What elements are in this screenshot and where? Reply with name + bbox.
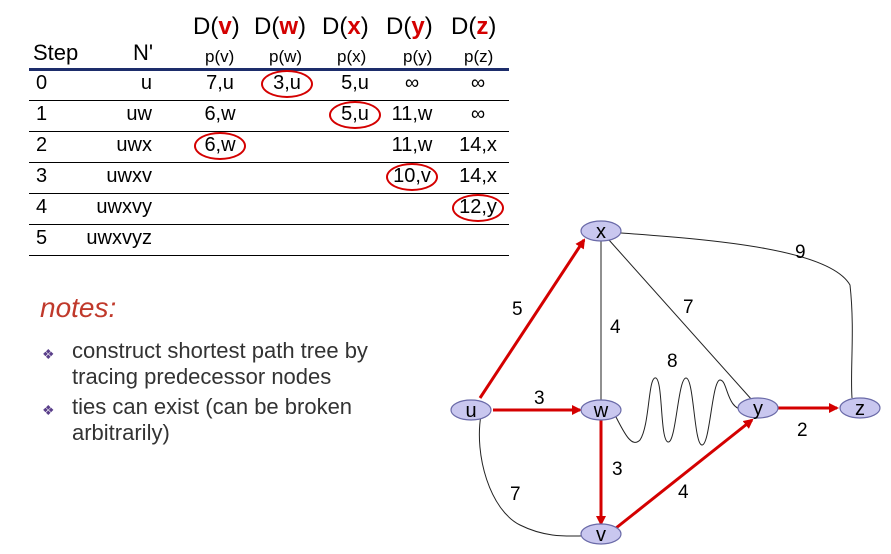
selected-min-circle <box>386 163 438 191</box>
nprime-cell: uwx <box>116 134 152 156</box>
header-dz: D(z) <box>451 13 497 40</box>
note-bullet-2: ties can exist (can be broken arbitraril… <box>72 394 353 445</box>
note-bullet-1: construct shortest path tree by tracing … <box>72 338 368 389</box>
distance-cell: 11,w <box>391 103 433 125</box>
nprime-cell: u <box>140 72 152 94</box>
row-divider <box>29 224 509 225</box>
row-divider <box>29 100 509 101</box>
distance-cell: ∞ <box>404 72 420 94</box>
step-cell: 1 <box>36 103 48 125</box>
weight-y-z: 2 <box>797 420 808 441</box>
edge-u-x <box>478 238 586 399</box>
distance-cell: ∞ <box>470 72 486 94</box>
distance-cell: 11,w <box>391 134 433 156</box>
nprime-header: N' <box>133 40 154 65</box>
step-cell: 4 <box>36 196 48 218</box>
svg-text:y: y <box>753 398 763 420</box>
distance-cell: 5,u <box>341 72 369 94</box>
node-u: u <box>450 399 492 422</box>
node-z: z <box>839 397 881 420</box>
distance-cell: 14,x <box>459 165 497 187</box>
svg-text:v: v <box>596 524 606 546</box>
nprime-cell: uwxv <box>106 165 152 187</box>
weight-w-v: 3 <box>612 459 623 480</box>
node-v: v <box>580 523 622 546</box>
weight-u-w: 3 <box>534 388 545 409</box>
pred-header-z: p(z) <box>464 47 494 66</box>
weight-w-y: 8 <box>667 351 678 372</box>
node-w: w <box>580 399 622 422</box>
bullet-diamond-icon: ❖ <box>42 402 55 418</box>
weight-v-y: 4 <box>678 482 689 503</box>
selected-min-circle <box>452 194 504 222</box>
weight-x-z: 9 <box>795 242 806 263</box>
edge-x-z <box>620 232 853 399</box>
weight-x-y: 7 <box>683 297 694 318</box>
weight-u-v: 7 <box>510 484 521 505</box>
distance-cell: 6,w <box>204 103 236 125</box>
pred-header-w: p(w) <box>269 47 303 66</box>
pred-header-y: p(y) <box>403 47 433 66</box>
distance-cell: 7,u <box>206 72 234 94</box>
edge-w-y <box>614 377 746 446</box>
header-rule <box>29 68 509 71</box>
step-cell: 5 <box>36 227 48 249</box>
row-divider <box>29 193 509 194</box>
notes-title: notes: <box>40 292 117 323</box>
distance-cell: 14,x <box>459 134 497 156</box>
selected-min-circle <box>329 101 381 129</box>
pred-header-x: p(x) <box>337 47 367 66</box>
nprime-cell: uwxvyz <box>86 227 152 249</box>
node-x: x <box>580 220 622 243</box>
step-cell: 3 <box>36 165 48 187</box>
row-divider <box>29 162 509 163</box>
svg-text:z: z <box>855 398 865 420</box>
header-dv: D(v) <box>193 13 240 40</box>
selected-min-circle <box>194 132 246 160</box>
step-cell: 2 <box>36 134 48 156</box>
bullet-diamond-icon: ❖ <box>42 346 55 362</box>
header-dw: D(w) <box>254 13 306 40</box>
edge-x-y <box>608 239 753 401</box>
step-header: Step <box>33 40 79 65</box>
edge-v-y <box>615 418 754 530</box>
selected-min-circle <box>261 70 313 98</box>
nprime-cell: uwxvy <box>96 196 152 218</box>
svg-text:x: x <box>596 221 606 243</box>
row-divider <box>29 255 509 256</box>
step-cell: 0 <box>36 72 48 94</box>
weight-x-w: 4 <box>610 317 621 338</box>
header-dx: D(x) <box>322 13 369 40</box>
header-dy: D(y) <box>386 13 433 40</box>
weight-u-x: 5 <box>512 299 523 320</box>
nprime-cell: uw <box>126 103 152 125</box>
pred-header-v: p(v) <box>205 47 235 66</box>
row-divider <box>29 131 509 132</box>
svg-text:u: u <box>465 400 476 422</box>
node-y: y <box>737 397 779 420</box>
edge-u-v <box>478 414 591 537</box>
distance-cell: ∞ <box>470 103 486 125</box>
svg-text:w: w <box>593 400 609 422</box>
